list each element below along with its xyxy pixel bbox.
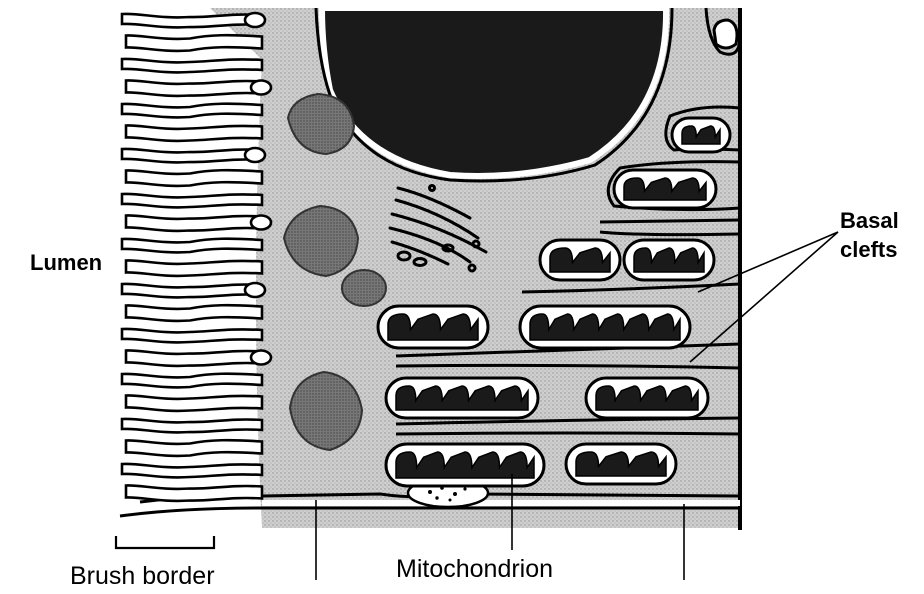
basal-fold-line bbox=[600, 220, 740, 222]
microvillus bbox=[122, 329, 262, 343]
microvillus bbox=[126, 395, 262, 411]
microvillus bbox=[122, 284, 262, 298]
mitochondrion-cristae bbox=[576, 452, 666, 476]
label-brush-border: Brush border bbox=[70, 562, 215, 590]
microvillus-tip bbox=[245, 13, 265, 27]
brush-border-microvilli bbox=[122, 13, 271, 501]
microvillus bbox=[126, 260, 262, 276]
microvillus bbox=[122, 239, 262, 253]
label-mitochondrion: Mitochondrion bbox=[396, 555, 553, 583]
microvillus-tip bbox=[251, 216, 271, 230]
microvillus bbox=[122, 194, 262, 208]
microvillus-tip bbox=[245, 148, 265, 162]
microvillus bbox=[126, 35, 262, 51]
microvillus bbox=[126, 350, 262, 366]
microvillus bbox=[122, 59, 262, 73]
microvillus bbox=[126, 125, 262, 141]
microvillus bbox=[126, 170, 262, 186]
mitochondrion-cristae bbox=[624, 178, 706, 200]
microvillus bbox=[122, 464, 262, 478]
microvillus bbox=[122, 149, 262, 163]
label-basal-clefts-line2: clefts bbox=[840, 237, 897, 262]
microvillus bbox=[122, 104, 262, 118]
microvillus bbox=[122, 14, 262, 28]
microvillus bbox=[126, 305, 262, 321]
microvillus bbox=[126, 80, 262, 96]
label-lumen: Lumen bbox=[30, 250, 102, 275]
microvillus bbox=[126, 215, 262, 231]
microvillus-tip bbox=[251, 351, 271, 365]
microvillus bbox=[126, 440, 262, 456]
brush-border-bracket bbox=[116, 536, 214, 548]
mitochondrion-cristae bbox=[634, 248, 704, 272]
microvillus bbox=[126, 485, 262, 501]
label-basal-clefts-line1: Basal bbox=[840, 208, 899, 233]
microvillus bbox=[122, 374, 262, 388]
microvillus bbox=[122, 419, 262, 433]
mitochondrion-cristae bbox=[388, 314, 478, 340]
microvillus-tip bbox=[251, 81, 271, 95]
microvillus-tip bbox=[245, 283, 265, 297]
basal-fold-line bbox=[396, 433, 740, 434]
